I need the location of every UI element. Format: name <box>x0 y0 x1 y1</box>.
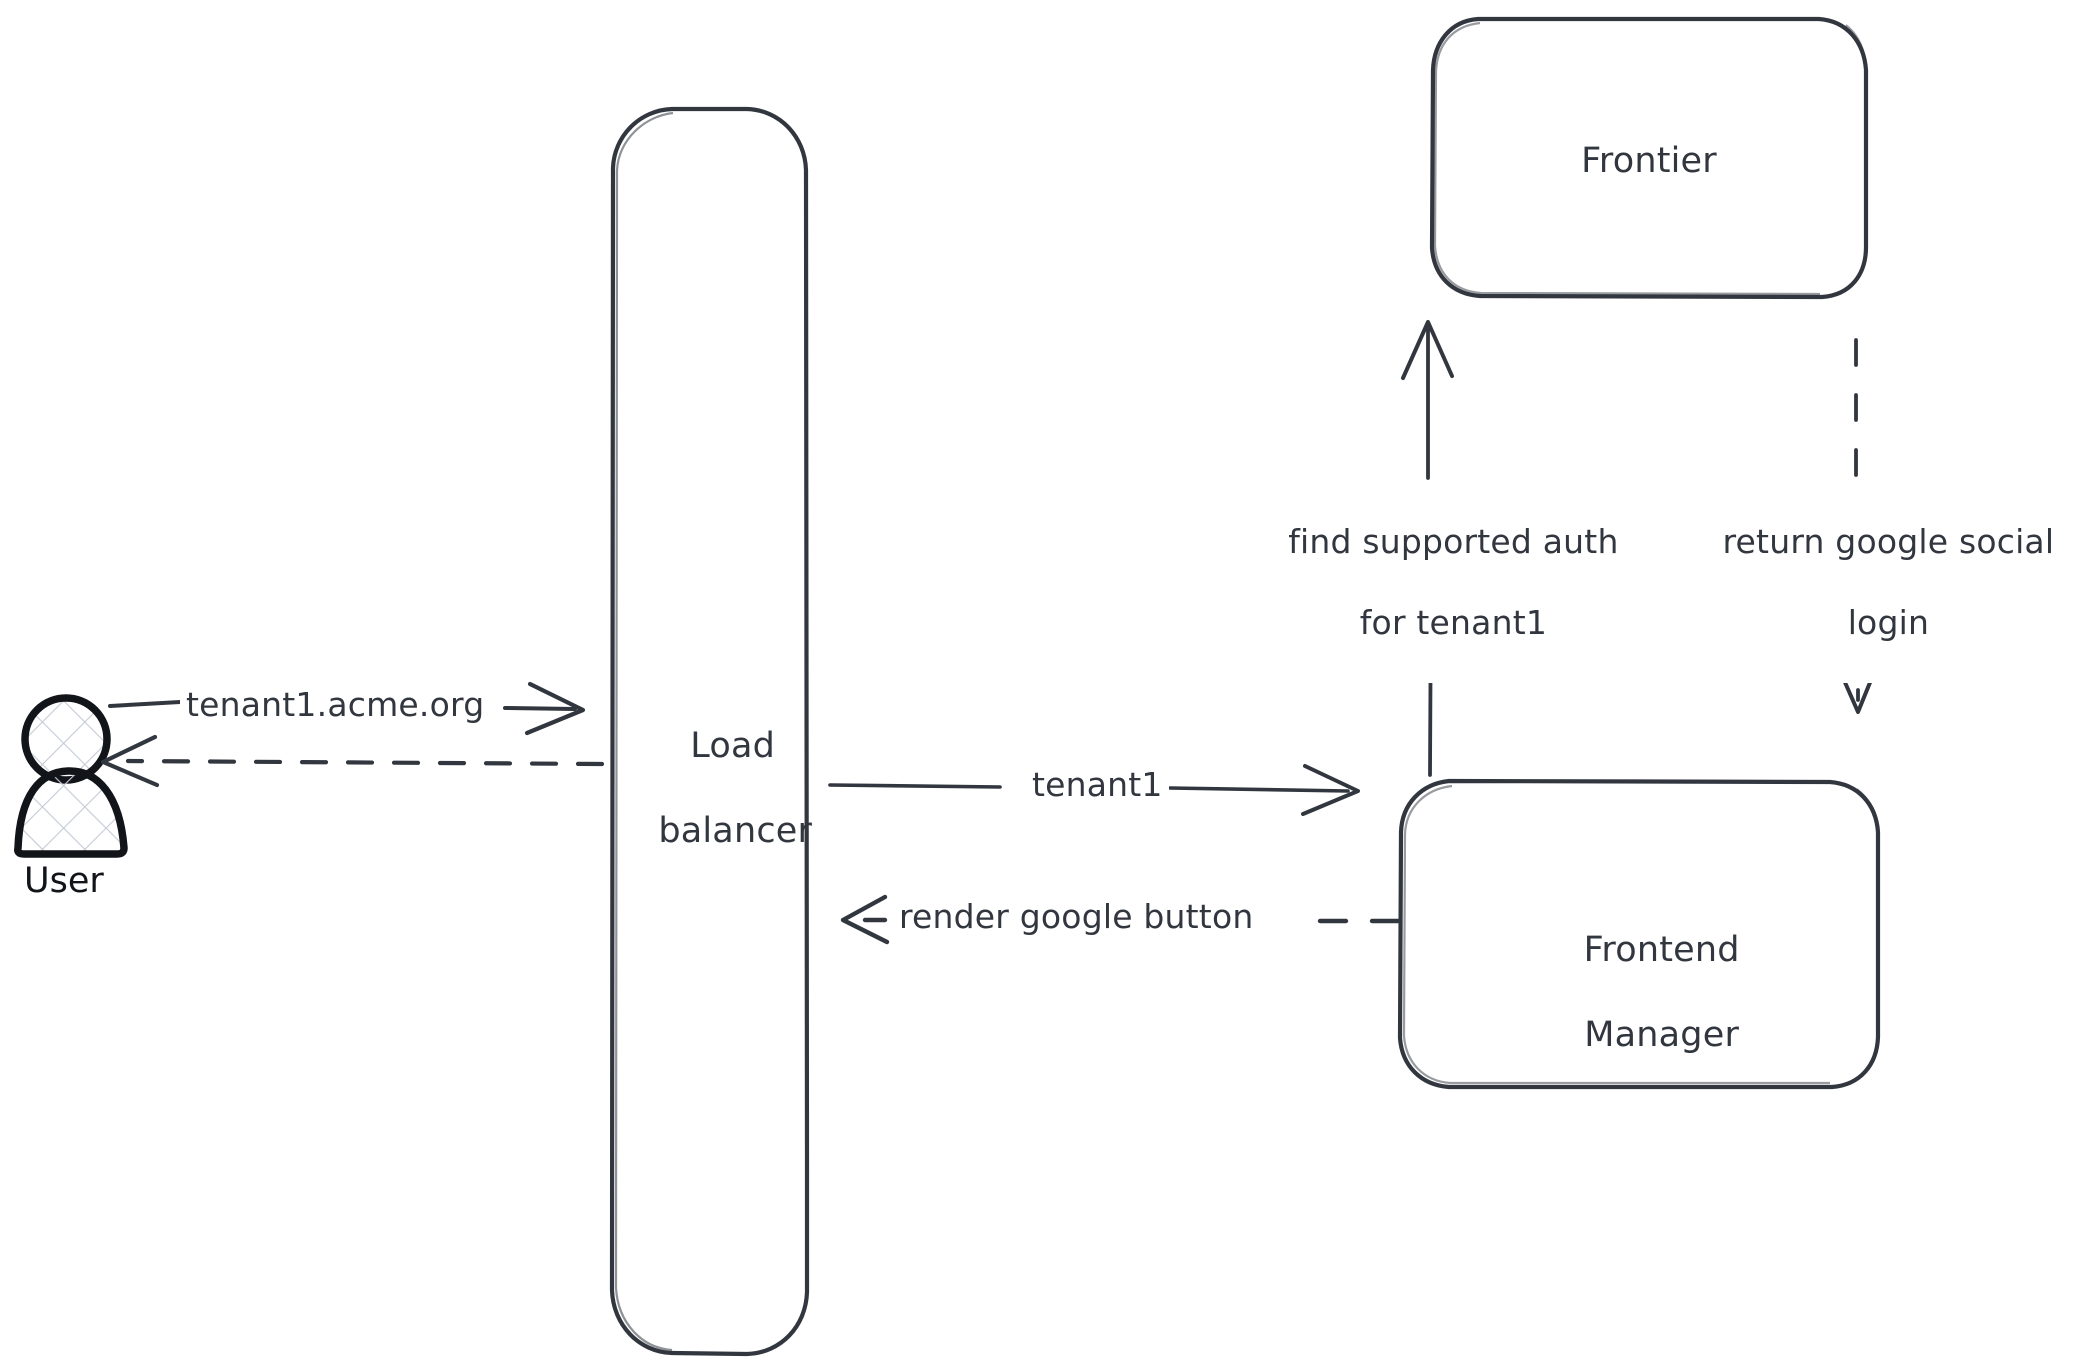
edge-lb-to-frontend-manager <box>828 764 1360 816</box>
edge-frontend-manager-to-lb <box>840 894 1401 945</box>
frontend-manager-node[interactable] <box>1397 778 1881 1090</box>
user-label: User <box>24 861 104 901</box>
edge-lb-to-user <box>100 734 605 788</box>
frontier-node[interactable] <box>1429 16 1869 300</box>
user-actor-icon <box>14 694 128 858</box>
edge-user-to-lb <box>108 681 586 736</box>
edge-frontend-manager-to-frontier <box>1401 320 1454 777</box>
load-balancer-node[interactable] <box>609 106 810 1357</box>
edge-frontier-to-frontend-manager <box>1831 338 1884 714</box>
